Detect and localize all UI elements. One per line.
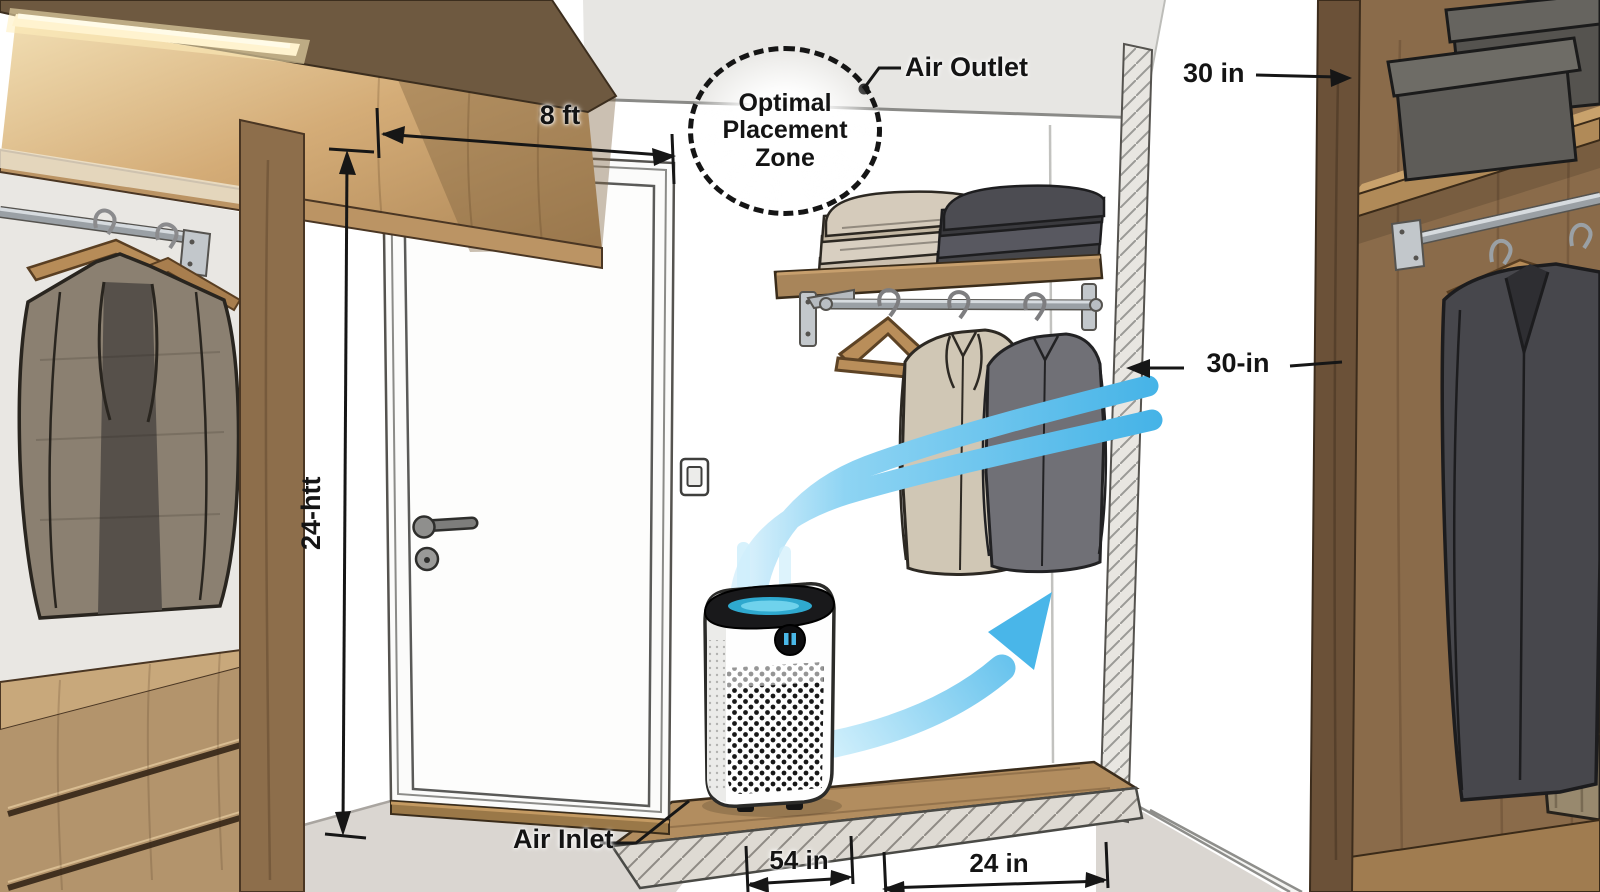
towel-stack-dark: [934, 184, 1106, 282]
storage-boxes: [1386, 0, 1600, 182]
left-jacket: [17, 252, 241, 620]
left-closet-stile: [239, 118, 305, 892]
side-clearance-dimension: 30-in: [1206, 348, 1270, 378]
dark-coat: [1440, 262, 1600, 802]
platform-right-dimension: 24 in: [969, 848, 1029, 878]
purifier-platform: [607, 760, 1144, 890]
door: [381, 146, 710, 836]
platform-left-dimension: 54 in: [769, 845, 829, 875]
air-inlet-leader: [600, 799, 690, 845]
air-purifier: [702, 581, 842, 817]
zone-label-line2: Placement: [722, 116, 848, 145]
door-handle: [412, 515, 479, 572]
light-switch: [679, 457, 710, 497]
right-closet-rod: [1390, 191, 1600, 272]
left-closet: [0, 0, 618, 892]
purifier-grille: [727, 662, 824, 794]
optimal-placement-zone: Optimal Placement Zone: [688, 46, 882, 216]
right-closet: [1308, 0, 1600, 892]
annotations: [324, 66, 1352, 892]
airflow-arrow-body: [820, 654, 1016, 758]
left-dresser: [0, 646, 264, 892]
top-clearance-dimension: 30 in: [1183, 58, 1245, 88]
shelf-brackets-rod: [799, 283, 1103, 347]
door-height-dimension: 24-htt: [296, 476, 326, 550]
airflow-streams: [729, 375, 1163, 758]
airflow-arrowhead: [988, 592, 1052, 670]
door-width-dimension: 8 ft: [539, 100, 581, 130]
right-closet-stile: [1308, 0, 1362, 892]
air-outlet-label: Air Outlet: [905, 52, 1029, 82]
shelf-board: [773, 253, 1104, 300]
wall-shelf: [773, 184, 1108, 576]
air-inlet-label: Air Inlet: [513, 824, 614, 854]
zone-label-line3: Zone: [755, 143, 815, 172]
air-outlet-leader: [863, 66, 901, 88]
purifier-display: [774, 624, 806, 656]
zone-label-line1: Optimal: [738, 88, 832, 117]
